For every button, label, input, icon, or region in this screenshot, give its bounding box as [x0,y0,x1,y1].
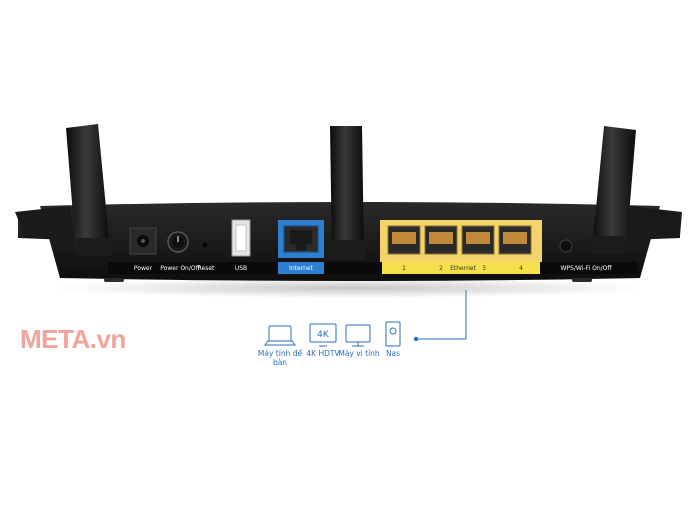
label-reset: Reset [197,265,215,272]
nas-icon [385,321,401,347]
device-label-nas: Nas [385,349,401,358]
tv-4k-icon [309,323,337,347]
label-wps: WPS/Wi-Fi On/Off [560,265,612,272]
label-eth4: 4 [519,265,523,272]
device-label-desktop-line2: bàn [272,358,288,367]
device-label-computer: Máy vi tính [338,349,380,358]
device-label-desktop-line1: Máy tính để [257,349,303,358]
label-eth2: 2 [439,265,443,272]
label-eth1: 1 [402,265,406,272]
monitor-icon [345,324,371,347]
label-internet: Internet [289,265,313,272]
laptop-icon [264,325,296,346]
label-power-onoff: Power On/Off [160,265,200,272]
device-label-desktop: Máy tính để bàn [258,349,302,367]
label-eth3: 3 [482,265,486,272]
label-ethernet: Ethernet [450,265,476,272]
tv-4k-text: 4K [317,330,330,340]
label-usb: USB [234,265,248,272]
meta-vn-watermark: META.vn [20,324,126,354]
device-label-4khdtv: 4K HDTV [306,349,340,358]
label-power: Power [133,265,153,272]
